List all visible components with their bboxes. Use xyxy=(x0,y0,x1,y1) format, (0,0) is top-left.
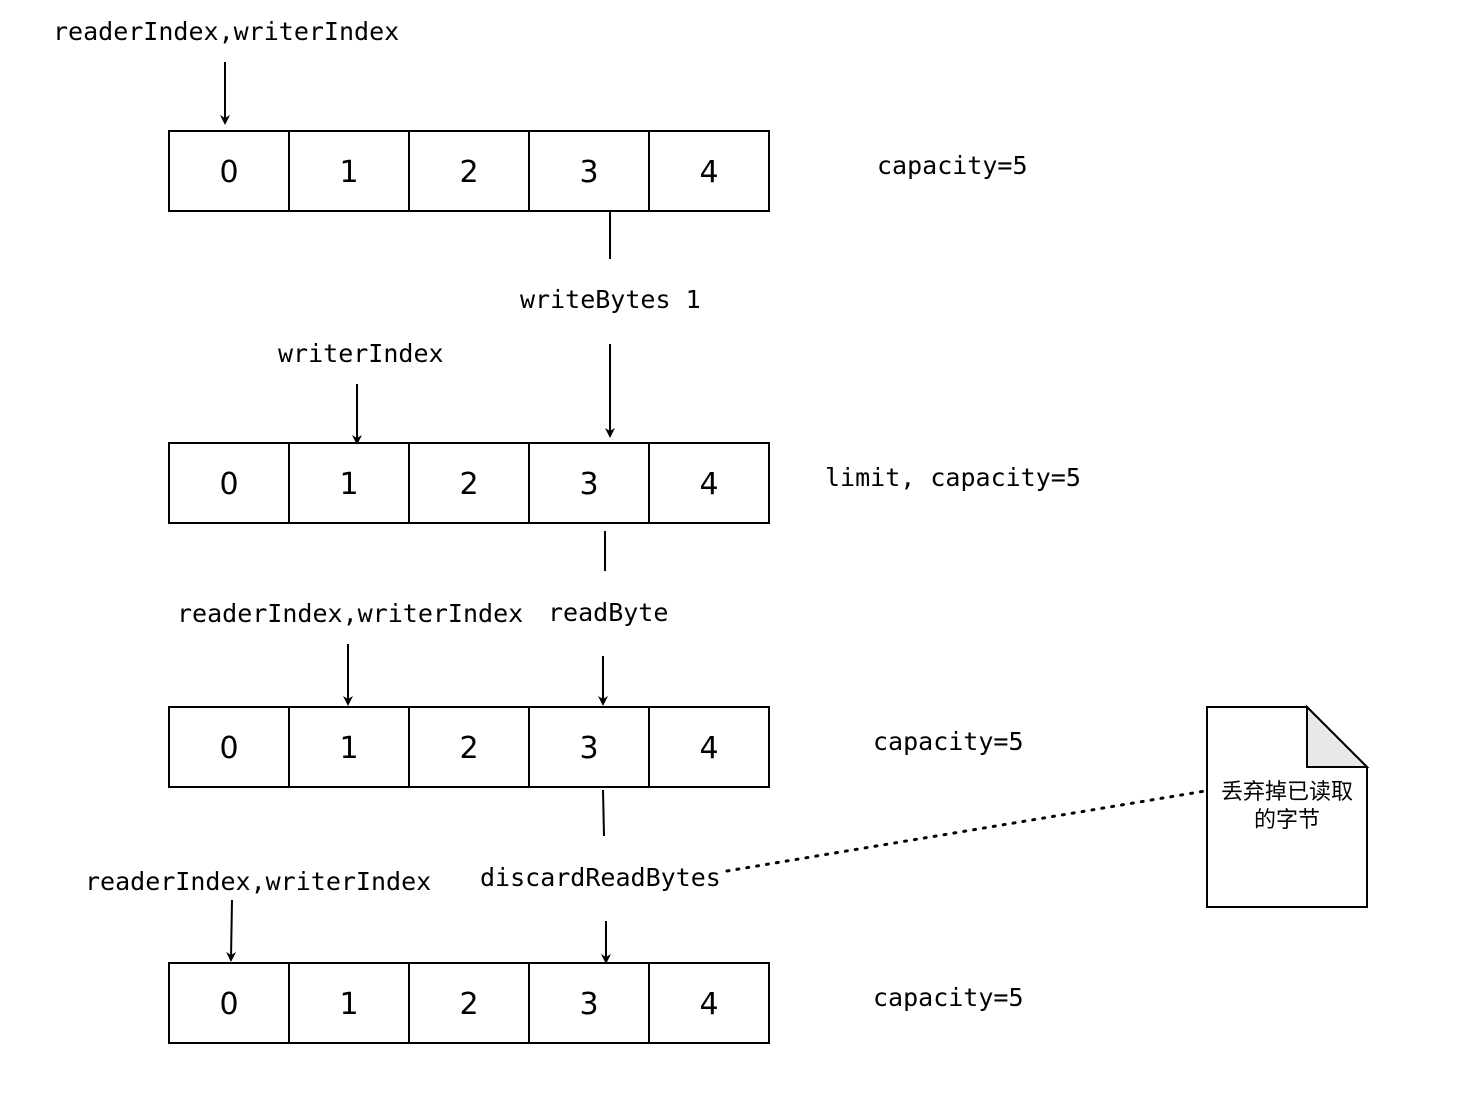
row2-buffer: 0 1 2 3 4 xyxy=(168,442,770,524)
row4-buffer: 0 1 2 3 4 xyxy=(168,962,770,1044)
row4-cell-1 xyxy=(288,962,410,1044)
row1-cell-1 xyxy=(288,130,410,212)
note-text-line-1: 丢弃掉已读取 xyxy=(1221,780,1353,805)
row4-cell-4-label: 4 xyxy=(699,987,718,1022)
row4-cell-4 xyxy=(648,962,770,1044)
row3-cell-1-label: 1 xyxy=(339,731,358,766)
row3-cell-0-label: 0 xyxy=(219,731,238,766)
row4-cell-2-label: 2 xyxy=(459,987,478,1022)
row1-cell-1-label: 1 xyxy=(339,155,358,190)
row1-cell-4 xyxy=(648,130,770,212)
row4-cell-0 xyxy=(168,962,290,1044)
row3-cell-0 xyxy=(168,706,290,788)
row4-pointer-label: readerIndex,writerIndex xyxy=(85,867,431,896)
row4-cell-1-label: 1 xyxy=(339,987,358,1022)
row2-cell-4-label: 4 xyxy=(699,467,718,502)
row4-capacity-label: capacity=5 xyxy=(873,983,1024,1012)
row2-capacity-label: limit, capacity=5 xyxy=(825,463,1081,492)
row3-cell-4-label: 4 xyxy=(699,731,718,766)
row4-cell-3-label: 3 xyxy=(579,987,598,1022)
row2-cell-0 xyxy=(168,442,290,524)
row2-cell-3 xyxy=(528,442,650,524)
row1-cell-2-label: 2 xyxy=(459,155,478,190)
row4-cell-3 xyxy=(528,962,650,1044)
note-document-body xyxy=(1206,706,1368,908)
note-document: 丢弃掉已读取 的字节 xyxy=(1206,704,1370,908)
row2-cell-4 xyxy=(648,442,770,524)
row3-cell-2-label: 2 xyxy=(459,731,478,766)
row1-cell-4-label: 4 xyxy=(699,155,718,190)
op1-label: writeBytes 1 xyxy=(520,285,701,314)
row3-cell-4 xyxy=(648,706,770,788)
row2-cell-2-label: 2 xyxy=(459,467,478,502)
row3-cell-2 xyxy=(408,706,530,788)
row2-cell-1-label: 1 xyxy=(339,467,358,502)
row3-buffer: 0 1 2 3 4 xyxy=(168,706,770,788)
row4-cell-0-label: 0 xyxy=(219,987,238,1022)
op3-label: discardReadBytes xyxy=(480,863,721,892)
row2-pointer-label: writerIndex xyxy=(278,339,444,368)
row3-capacity-label: capacity=5 xyxy=(873,727,1024,756)
note-folded-corner-icon xyxy=(1306,704,1370,768)
row4-pointer-arrow xyxy=(226,899,237,962)
row1-buffer: 0 1 2 3 4 xyxy=(168,130,770,212)
row1-cell-2 xyxy=(408,130,530,212)
op3-connector-line xyxy=(602,789,605,837)
row1-cell-0-label: 0 xyxy=(219,155,238,190)
note-text-line-2: 的字节 xyxy=(1254,808,1320,833)
row1-pointer-label: readerIndex,writerIndex xyxy=(53,17,399,46)
note-connector-dotted-line xyxy=(725,789,1207,873)
op2-label: readByte xyxy=(548,598,668,627)
row3-cell-3 xyxy=(528,706,650,788)
row2-cell-3-label: 3 xyxy=(579,467,598,502)
row3-cell-3-label: 3 xyxy=(579,731,598,766)
row1-capacity-label: capacity=5 xyxy=(877,151,1028,180)
row1-cell-3-label: 3 xyxy=(579,155,598,190)
row3-pointer-label: readerIndex,writerIndex xyxy=(177,599,523,628)
row2-cell-0-label: 0 xyxy=(219,467,238,502)
row4-cell-2 xyxy=(408,962,530,1044)
